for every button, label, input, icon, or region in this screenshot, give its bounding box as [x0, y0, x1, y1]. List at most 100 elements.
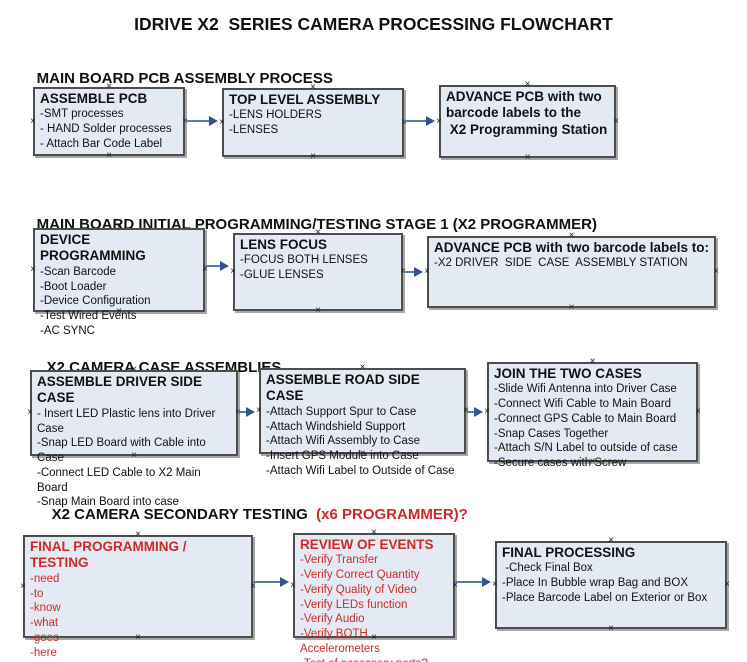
connector-arrow: [404, 116, 435, 126]
box-title: JOIN THE TWO CASES: [494, 366, 642, 381]
connection-handle-icon: ×: [256, 405, 262, 416]
box-lines: -Verify Transfer-Verify Correct Quantity…: [300, 553, 449, 662]
box-title: ASSEMBLE PCB: [40, 91, 148, 106]
box-line: - HAND Solder processes: [40, 123, 172, 136]
connection-handle-icon: ×: [106, 150, 112, 161]
box-title: LENS FOCUS: [240, 237, 328, 252]
connection-handle-icon: ×: [315, 305, 321, 316]
box-lines: -need-to-know-what-goes-here: [30, 572, 247, 660]
box-line: -Boot Loader: [40, 280, 107, 293]
box-line: -Device Configuration: [40, 295, 151, 308]
box-line: -Verify Audio: [300, 613, 365, 626]
connection-handle-icon: ×: [290, 579, 296, 591]
flow-box-assemble-road-side-case: ASSEMBLE ROAD SIDE CASE -Attach Support …: [256, 363, 469, 477]
box-line: -Slide Wifi Antenna into Driver Case: [494, 383, 677, 396]
box-line: -Attach Wifi Label to Outside of Case: [266, 464, 455, 477]
flow-box-advance-pcb-driver-side-station: ADVANCE PCB with two barcode labels to: …: [424, 231, 719, 313]
box-line: -Verify BOTH Accelerometers: [300, 628, 380, 655]
connection-handle-icon: ×: [724, 579, 730, 590]
connection-handle-icon: ×: [424, 266, 430, 277]
connection-handle-icon: ×: [219, 116, 225, 128]
connector-arrow: [238, 407, 255, 417]
box-lines: -Scan Barcode -Boot Loader -Device Configu…: [40, 265, 199, 339]
box-line: -Place In Bubble wrap Bag and BOX: [502, 577, 689, 590]
box-line: -Verify Quality of Video: [300, 583, 417, 596]
box-line: -Connect Wifi Cable to Main Board: [494, 398, 672, 411]
box-line: -goes: [30, 631, 59, 644]
box-line: -Test Wired Events: [40, 310, 137, 323]
box-line: -FOCUS BOTH LENSES: [240, 254, 368, 267]
box-line: -what: [30, 617, 59, 630]
box-line: -Attach Support Spur to Case: [266, 405, 417, 418]
connection-handle-icon: ×: [310, 151, 316, 162]
box-line: -Test of accessory ports?: [300, 657, 449, 662]
box-lines: -Attach Support Spur to Case-Attach Wind…: [266, 405, 460, 479]
box-title: ASSEMBLE ROAD SIDE CASE: [266, 372, 424, 404]
connection-handle-icon: ×: [20, 580, 26, 592]
box-line: -to: [30, 587, 44, 600]
connector-arrow: [205, 261, 229, 271]
box-line: -Secure cases with Screw: [494, 457, 627, 470]
box-lines: -X2 DRIVER SIDE CASE ASSEMBLY STATION: [434, 256, 710, 271]
section-heading-text: MAIN BOARD PCB ASSEMBLY PROCESS: [36, 70, 333, 87]
flow-box-advance-pcb-programming-station: ADVANCE PCB with two barcode labels to t…: [436, 80, 619, 163]
box-title: ASSEMBLE DRIVER SIDE CASE: [37, 374, 206, 406]
box-line: -Verify LEDs function: [300, 598, 408, 611]
flow-box-join-two-cases: JOIN THE TWO CASES -Slide Wifi Antenna i…: [484, 357, 701, 470]
connection-handle-icon: ×: [30, 115, 36, 127]
connection-handle-icon: ×: [436, 115, 442, 127]
connection-handle-icon: ×: [27, 407, 33, 418]
box-lines: -LENS HOLDERS -LENSES: [229, 108, 398, 137]
box-line: -Attach Wifi Assembly to Case: [266, 435, 421, 448]
box-line: - Insert LED Plastic lens into Driver Ca…: [37, 407, 219, 435]
flow-box-top-level-assembly: TOP LEVEL ASSEMBLY -LENS HOLDERS-LENSES …: [219, 83, 407, 162]
box-line: -LENSES: [229, 124, 279, 137]
connection-handle-icon: ×: [608, 623, 614, 634]
flow-box-device-programming: DEVICE PROGRAMMING -Scan Barcode-Boot Lo…: [30, 223, 208, 337]
box-line: -Snap Main Board into case: [37, 496, 179, 509]
connection-handle-icon: ×: [568, 302, 575, 313]
box-line: -X2 DRIVER SIDE CASE ASSEMBLY STATION: [434, 257, 688, 270]
connection-handle-icon: ×: [492, 579, 498, 590]
flow-box-final-processing: FINAL PROCESSING -Check Final Box-Place …: [492, 536, 730, 634]
connection-handle-icon: ×: [250, 580, 256, 592]
box-lines: -Slide Wifi Antenna into Driver Case -Con…: [494, 382, 692, 470]
connector-arrow: [185, 116, 218, 126]
box-line: -LENS HOLDERS: [229, 109, 322, 122]
flowchart-title: IDRIVE X2 SERIES CAMERA PROCESSING FLOWC…: [134, 14, 613, 34]
box-line: - Attach Bar Code Label: [40, 137, 163, 150]
connection-handle-icon: ×: [401, 116, 407, 128]
connection-handle-icon: ×: [230, 266, 236, 277]
box-line: -GLUE LENSES: [240, 269, 324, 282]
section-heading-text: X2 CAMERA SECONDARY TESTING: [51, 506, 317, 523]
box-lines: -SMT processes - HAND Solder processes- A…: [40, 107, 179, 151]
flow-box-final-programming-testing: FINAL PROGRAMMING / TESTING -need-to-kno…: [20, 530, 256, 659]
connector-arrow: [455, 577, 491, 587]
flow-box-review-of-events: REVIEW OF EVENTS -Verify Transfer-Verify…: [290, 528, 458, 662]
section-heading-secondary-testing: X2 CAMERA SECONDARY TESTING (x6 PROGRAMM…: [35, 489, 468, 540]
connection-handle-icon: ×: [30, 264, 36, 275]
box-line: -SMT processes: [40, 108, 124, 121]
box-line: -know: [30, 602, 61, 615]
box-line: -Snap Cases Together: [494, 427, 609, 440]
connection-handle-icon: ×: [613, 115, 619, 127]
box-lines: -FOCUS BOTH LENSES -GLUE LENSES: [240, 253, 397, 282]
box-line: -Connect LED Cable to X2 Main Board: [37, 466, 204, 494]
section-heading-pcb-assembly: MAIN BOARD PCB ASSEMBLY PROCESS: [20, 53, 333, 104]
connector-arrow: [466, 407, 483, 417]
connection-handle-icon: ×: [713, 266, 719, 277]
box-line: -Check Final Box: [502, 562, 593, 575]
box-title: ADVANCE PCB with two barcode labels to:: [434, 240, 710, 255]
box-line: -Insert GPS Module into Case: [266, 450, 419, 463]
flow-box-lens-focus: LENS FOCUS -FOCUS BOTH LENSES -GLUE LENSE…: [230, 228, 406, 316]
box-line: -Verify Correct Quantity: [300, 569, 420, 582]
box-lines: -Check Final Box -Place In Bubble wrap Ba…: [502, 561, 721, 605]
box-line: -Scan Barcode: [40, 265, 117, 278]
connection-handle-icon: ×: [695, 406, 701, 417]
connection-handle-icon: ×: [524, 152, 531, 163]
flow-box-assemble-driver-side-case: ASSEMBLE DRIVER SIDE CASE - Insert LED P…: [27, 365, 241, 509]
box-title: TOP LEVEL ASSEMBLY: [229, 92, 381, 107]
box-title: REVIEW OF EVENTS: [300, 537, 434, 552]
box-line: -here: [30, 646, 57, 659]
